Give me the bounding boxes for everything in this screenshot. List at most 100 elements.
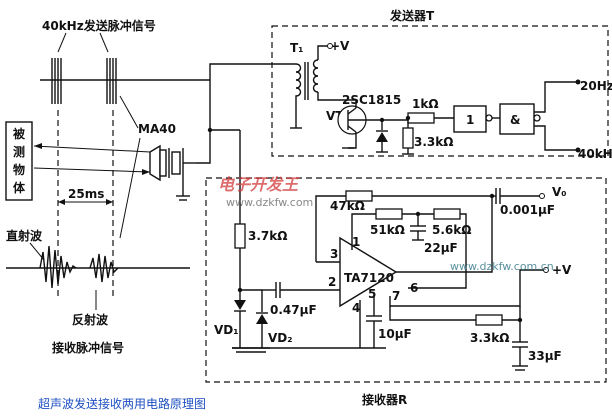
object-label-4: 体 bbox=[13, 180, 26, 195]
direct-wave bbox=[39, 245, 77, 289]
gate-inverter bbox=[453, 105, 487, 133]
vout-terminal bbox=[539, 193, 545, 199]
reflect-wave-label: 反射波 bbox=[72, 312, 109, 327]
r-out-wire bbox=[389, 306, 476, 321]
c-10u-label: 10μF bbox=[378, 327, 412, 341]
vout-label: V₀ bbox=[552, 185, 567, 199]
tx-signal-title: 40kHz发送脉冲信号 bbox=[42, 18, 156, 33]
r-out-wire-2 bbox=[502, 306, 521, 321]
r-51k-label: 51kΩ bbox=[370, 223, 405, 237]
reflect-wave bbox=[89, 253, 119, 283]
rx-supply-terminal bbox=[543, 267, 549, 273]
pin6-wire bbox=[396, 196, 493, 273]
gate-and bbox=[499, 103, 535, 135]
tx-title-pointer-2 bbox=[99, 32, 109, 53]
tx-supply-terminal bbox=[327, 43, 333, 49]
ma40-pointer-1 bbox=[119, 95, 139, 129]
diode-vd1 bbox=[234, 290, 246, 348]
input-20hz-wire bbox=[534, 81, 578, 113]
r-base bbox=[407, 112, 435, 124]
interval-label: 25ms bbox=[68, 187, 104, 201]
reflected-beam-arrow bbox=[142, 169, 150, 175]
pin5-label: 5 bbox=[368, 287, 376, 301]
c-out bbox=[492, 188, 540, 204]
c-22u bbox=[410, 214, 426, 241]
pin1-wire bbox=[351, 213, 376, 250]
diode-vd1-label: VD₁ bbox=[214, 323, 239, 337]
pin7-label: 7 bbox=[392, 289, 400, 303]
r-56k bbox=[433, 208, 461, 220]
r-56k-label: 5.6kΩ bbox=[432, 223, 471, 237]
r-out-label: 3.3kΩ bbox=[470, 331, 509, 345]
junction-1 bbox=[207, 127, 213, 133]
c-out-label: 0.001μF bbox=[500, 203, 555, 217]
object-box bbox=[5, 121, 33, 201]
transducer-label: MA40 bbox=[138, 122, 176, 136]
base-diode bbox=[376, 120, 388, 153]
transformer-label: T₁ bbox=[290, 41, 303, 55]
gate1-label: 1 bbox=[466, 113, 474, 127]
interval-arrow-left bbox=[58, 199, 65, 205]
transistor-symbol bbox=[317, 92, 372, 149]
direct-wave-label: 直射波 bbox=[6, 228, 43, 243]
r-in-label: 3.7kΩ bbox=[248, 229, 287, 243]
rail-right bbox=[408, 213, 467, 289]
tx-title-pointer bbox=[57, 32, 67, 53]
caption: 超声波发送接收两用电路原理图 bbox=[38, 396, 206, 411]
interval-arrow-right bbox=[106, 199, 113, 205]
pin6-label: 6 bbox=[410, 281, 418, 295]
input-40k-label: 40kH bbox=[578, 147, 612, 161]
tx-burst-1 bbox=[51, 58, 62, 104]
transducer-symbol bbox=[149, 144, 196, 201]
reflected-beam bbox=[33, 167, 151, 173]
rx-signal-title: 接收脉冲信号 bbox=[52, 340, 124, 355]
rx-supply-label: +V bbox=[552, 263, 572, 277]
receiver-box bbox=[205, 177, 607, 383]
pin4-label: 4 bbox=[352, 301, 360, 315]
tx-wire bbox=[196, 63, 296, 164]
r-in bbox=[234, 223, 246, 249]
transmitter-box bbox=[271, 25, 609, 157]
feedback-wire bbox=[315, 195, 346, 262]
r-pulldown-label: 3.3kΩ bbox=[414, 135, 453, 149]
diode-vd2 bbox=[240, 289, 268, 348]
gate1-bubble bbox=[485, 114, 493, 122]
tx-burst-2 bbox=[106, 58, 117, 104]
c-33u bbox=[512, 320, 528, 371]
object-label-2: 测 bbox=[13, 144, 25, 159]
transistor-model: 2SC1815 bbox=[342, 93, 401, 107]
transformer-symbol bbox=[290, 45, 330, 129]
r-51k bbox=[375, 208, 403, 220]
pin3-label: 3 bbox=[330, 247, 338, 261]
tx-supply-label: +V bbox=[330, 39, 350, 53]
input-20hz-label: 20Hz bbox=[580, 79, 612, 93]
receiver-title: 接收器R bbox=[362, 392, 407, 407]
r-out bbox=[475, 314, 503, 326]
pin1-label: 1 bbox=[352, 235, 360, 249]
input-40k-terminal bbox=[575, 147, 581, 153]
emitted-beam-arrow bbox=[34, 143, 42, 149]
c-10u bbox=[366, 315, 382, 348]
c-in-label: 0.47μF bbox=[270, 303, 317, 317]
diode-vd2-label: VD₂ bbox=[268, 331, 293, 345]
watermark-url1: www.dzkfw.com bbox=[226, 196, 313, 209]
watermark-url2: www.dzkfw.com.cn bbox=[450, 260, 554, 273]
pin2-label: 2 bbox=[328, 275, 336, 289]
input-40k-wire bbox=[534, 125, 578, 151]
r-feedback-label: 47kΩ bbox=[330, 199, 365, 213]
input-20hz-terminal bbox=[575, 79, 581, 85]
c-22u-label: 22μF bbox=[424, 241, 458, 255]
watermark-brand: 电子开发王 bbox=[218, 175, 300, 194]
emitted-beam bbox=[33, 145, 151, 153]
r-base-label: 1kΩ bbox=[412, 97, 439, 111]
ic-ta7120 bbox=[339, 236, 398, 308]
c-in bbox=[262, 282, 340, 298]
gate2-label: & bbox=[510, 113, 520, 127]
transmitter-title: 发送器T bbox=[389, 8, 435, 23]
r-pulldown bbox=[402, 118, 414, 155]
ic-label: TA7120 bbox=[344, 271, 394, 285]
object-label-1: 被 bbox=[13, 126, 26, 141]
object-label-3: 物 bbox=[13, 162, 25, 177]
ma40-pointer-2 bbox=[119, 137, 141, 239]
